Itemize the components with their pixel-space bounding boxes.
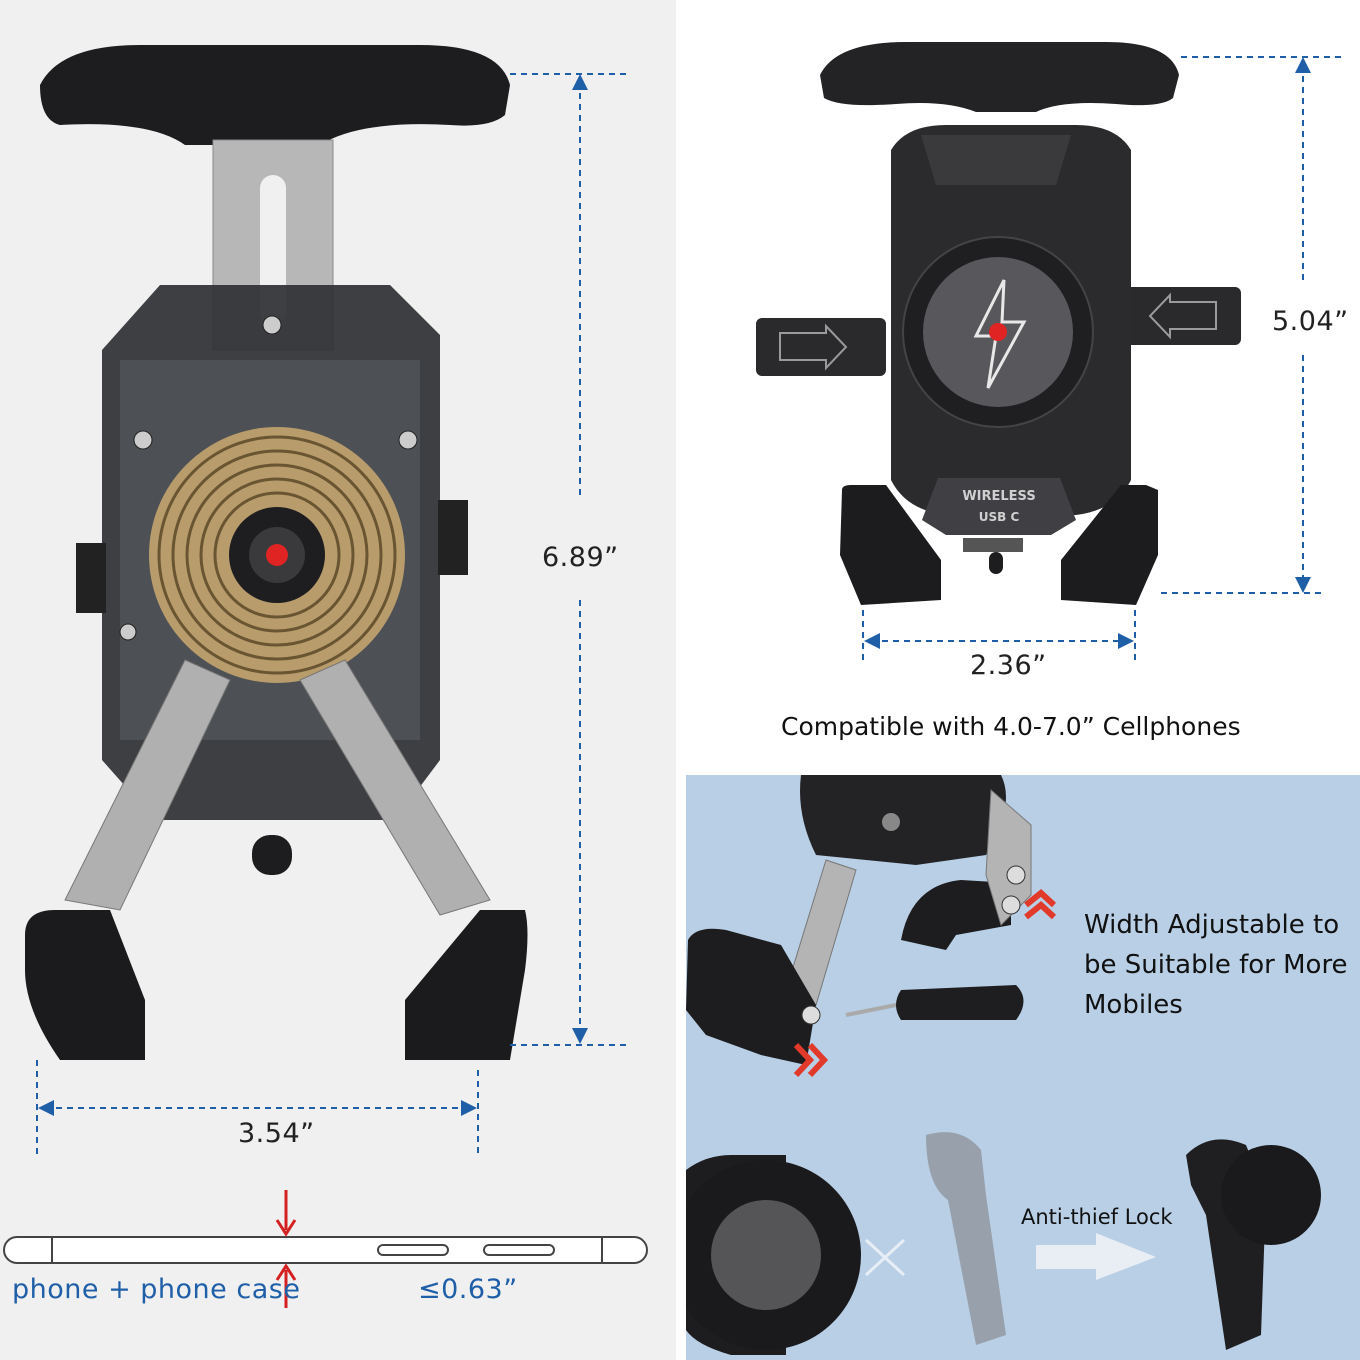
right-foot: [405, 910, 528, 1060]
compact-view-drawing: WIRELESS USB C: [756, 42, 1346, 665]
width-label: 2.36”: [970, 650, 1047, 681]
bottom-knob: [989, 552, 1003, 574]
screw: [1006, 865, 1026, 885]
screw: [119, 623, 137, 641]
wireless-coil: [149, 427, 405, 683]
arrow-right-icon: [779, 323, 848, 371]
right-lower-arm: [299, 659, 491, 916]
faded-lever: [926, 1132, 1006, 1345]
anti-thief-lock-label: Anti-thief Lock: [1021, 1205, 1173, 1229]
screw: [262, 315, 282, 335]
compact-view-panel: WIRELESS USB C 5.04” 2.36” Compatible wi…: [676, 0, 1360, 775]
holder-body-fragment: [800, 775, 1006, 865]
arrow-down: [572, 1028, 588, 1044]
center-button: [266, 544, 288, 566]
phone-button: [377, 1244, 449, 1256]
height-dimension: [510, 73, 628, 1046]
screw: [1001, 895, 1021, 915]
arrow-left: [864, 633, 880, 649]
top-clamp: [820, 42, 1179, 112]
arrow-up: [572, 74, 588, 90]
screw: [133, 430, 153, 450]
arrow-left-icon: [1148, 292, 1217, 340]
phone-button: [483, 1244, 555, 1256]
front-view-panel: 6.89” 3.54” phone + phone case ≤0.63”: [0, 0, 676, 1360]
arrow-right: [461, 1100, 477, 1116]
cross-icon: [864, 1238, 906, 1277]
width-adjustable-callout: Width Adjustable to be Suitable for More…: [1084, 905, 1348, 1025]
bottom-knob: [252, 835, 292, 875]
adjustment-drawing: [686, 775, 1321, 1355]
left-side-tab: [76, 543, 106, 613]
screw: [398, 430, 418, 450]
adjust-chevron-icon: [1024, 889, 1057, 920]
screwdriver-handle: [896, 985, 1024, 1020]
left-foot: [840, 485, 941, 605]
arrow-left: [38, 1100, 54, 1116]
badge-line2: USB C: [979, 510, 1020, 524]
max-thickness-label: ≤0.63”: [418, 1274, 518, 1305]
callout-line2: be Suitable for More: [1084, 950, 1348, 980]
top-ridge: [921, 135, 1071, 185]
bottom-connector: [963, 538, 1023, 552]
front-view-drawing: [3, 45, 648, 1308]
right-slider: [1116, 287, 1241, 345]
lock-knob: [1221, 1145, 1321, 1245]
width-dimension: [862, 610, 1136, 665]
transition-arrow-icon: [1036, 1233, 1156, 1280]
badge-line1: WIRELESS: [962, 489, 1035, 504]
arrow-down: [1295, 577, 1311, 593]
top-clamp: [40, 45, 510, 145]
callout-line1: Width Adjustable to: [1084, 910, 1340, 940]
lightning-icon: [973, 279, 1027, 389]
adjustment-panel: Width Adjustable to be Suitable for More…: [686, 775, 1360, 1360]
thickness-arrow-down: [275, 1219, 297, 1237]
screw: [882, 813, 900, 831]
height-dimension: [1161, 56, 1346, 594]
right-foot: [1061, 485, 1158, 605]
arrow-up: [1295, 57, 1311, 73]
height-label: 6.89”: [542, 542, 619, 573]
width-dimension: [36, 1060, 479, 1155]
height-label: 5.04”: [1272, 306, 1349, 337]
center-button: [989, 323, 1007, 341]
mount-knob-face: [711, 1200, 821, 1310]
left-slider: [756, 318, 886, 376]
right-side-tab: [438, 500, 468, 575]
phone-profile: [3, 1236, 648, 1264]
width-label: 3.54”: [238, 1118, 315, 1149]
left-clamp: [686, 928, 816, 1065]
left-lower-arm: [64, 659, 231, 911]
screw: [801, 1005, 821, 1025]
callout-line3: Mobiles: [1084, 990, 1183, 1020]
right-clamp: [901, 880, 1011, 950]
compatibility-caption: Compatible with 4.0-7.0” Cellphones: [781, 712, 1241, 741]
adjust-chevron-icon: [793, 1042, 829, 1078]
thickness-arrow-up: [275, 1263, 297, 1281]
left-foot: [25, 910, 145, 1060]
wireless-badge: [922, 478, 1076, 535]
arrow-right: [1118, 633, 1134, 649]
phone-thickness-label: phone + phone case: [12, 1274, 301, 1305]
